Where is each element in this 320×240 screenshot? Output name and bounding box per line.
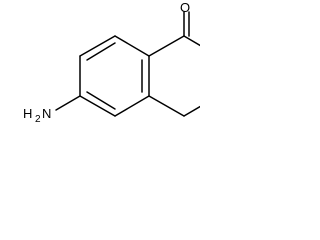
molecule-structure-diagram: O H 2 N xyxy=(23,0,200,125)
bond-ring-bottom-left xyxy=(79,95,116,117)
amine-n-label: N xyxy=(42,106,51,121)
bond-sat-top-b xyxy=(183,35,200,47)
bond-ring-top-right xyxy=(114,35,150,57)
amine-sub-label: 2 xyxy=(35,114,41,125)
bond-inner-double-top xyxy=(86,42,116,61)
bond-ring-top-left xyxy=(79,35,116,57)
amine-h-label: H xyxy=(23,106,32,121)
bond-inner-double-bottom xyxy=(86,91,116,110)
oxygen-label: O xyxy=(180,0,190,15)
bond-sat-bottom-b xyxy=(148,95,185,117)
bond-sat-top-a xyxy=(148,35,185,57)
bond-ring-bottom-right xyxy=(114,95,150,117)
bond-amine xyxy=(55,95,81,111)
bond-sat-bottom-a xyxy=(183,105,200,117)
